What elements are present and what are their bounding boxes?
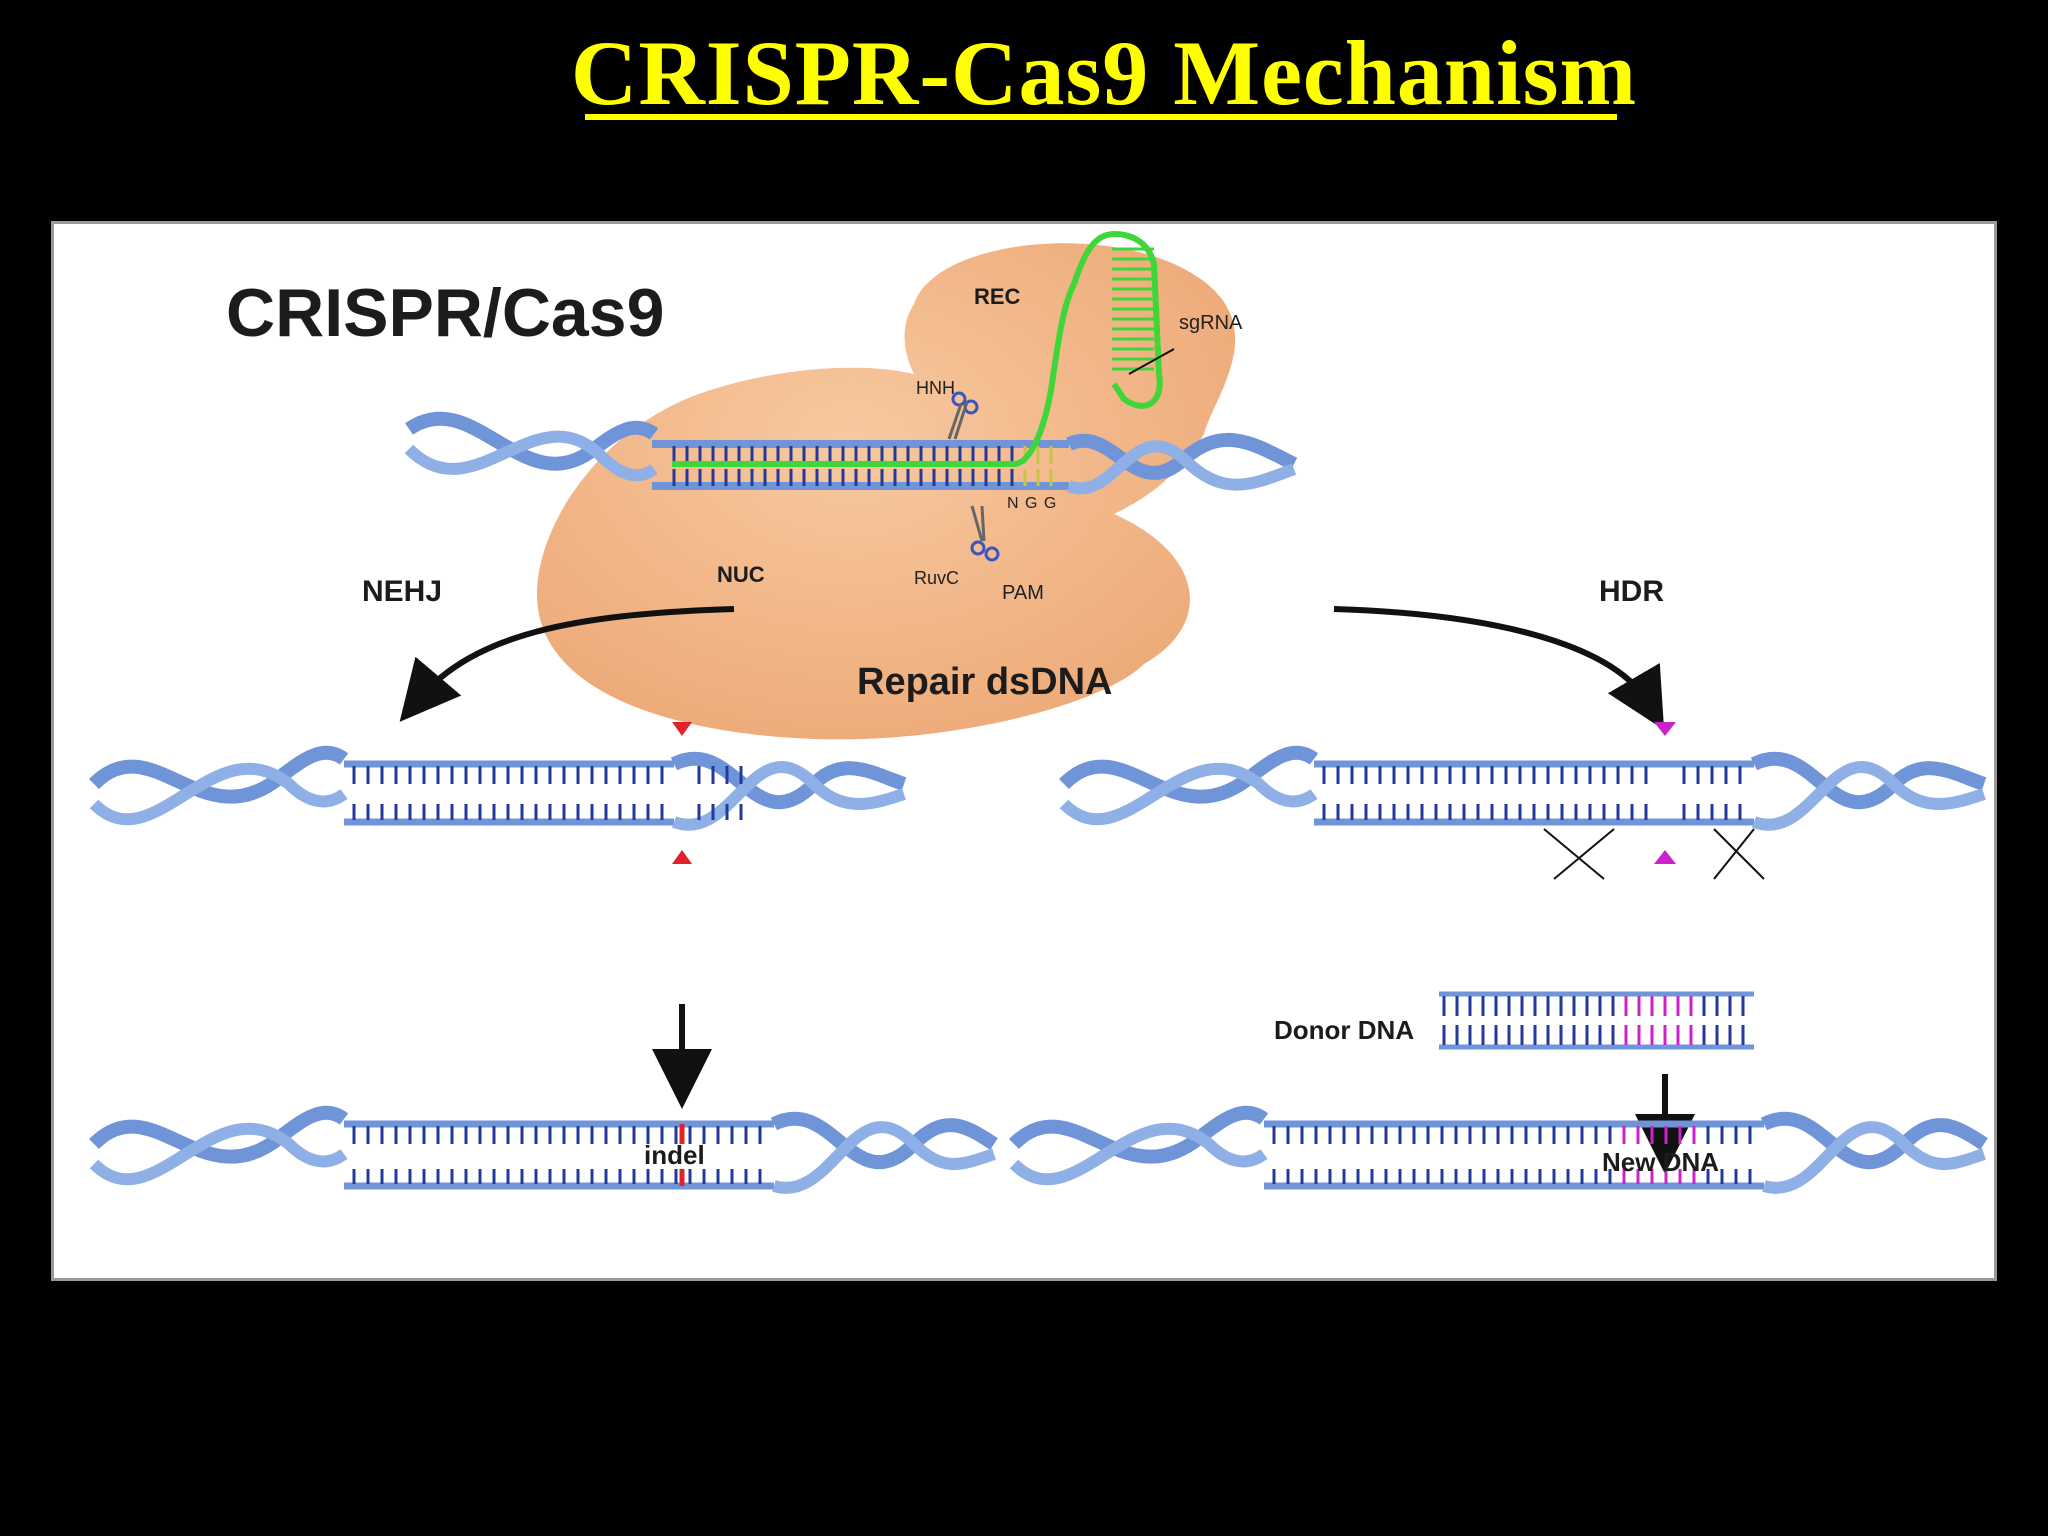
hnh-scissors-icon — [947, 391, 979, 440]
hdr-result-left-helix — [1009, 1105, 1269, 1164]
new-dna-label: New DNA — [1602, 1147, 1719, 1177]
hdr-crossover-line-3 — [1713, 828, 1765, 880]
donor-dna: Donor DNA — [1274, 991, 1754, 1050]
nehj-dna-left-helix-2 — [89, 762, 348, 826]
ngg-label: N G G — [1007, 495, 1057, 512]
pam-label: PAM — [1002, 582, 1044, 604]
hdr-dna-left-helix-2 — [1059, 762, 1318, 826]
nehj-result-left-helix-2 — [89, 1122, 348, 1186]
hdr-dna-left-helix — [1059, 745, 1319, 804]
nehj-result-right-helix-2 — [772, 1121, 996, 1194]
hdr-result-right-helix — [1760, 1111, 1988, 1170]
arrow-to-hdr — [1333, 606, 1665, 730]
crispr-diagram: CRISPR/Cas9 REC NUC sgRNA HNH RuvC N — [89, 230, 1988, 1194]
target-dna-right-helix — [1066, 432, 1298, 480]
hdr-label: HDR — [1599, 575, 1664, 608]
nehj-result-bases — [352, 1126, 762, 1184]
nehj-dna-left-helix — [89, 745, 349, 804]
nehj-result-left-helix — [89, 1105, 349, 1164]
hdr-result-bases — [1272, 1126, 1752, 1184]
nuc-domain-label: NUC — [717, 562, 765, 587]
hdr-dna-right-helix-2 — [1751, 761, 1986, 831]
repair-dsdna-label: Repair dsDNA — [857, 661, 1113, 703]
arrow-to-nehj — [399, 606, 735, 722]
sgrna-label: sgRNA — [1179, 312, 1243, 334]
sgrna-loop — [1071, 230, 1163, 409]
hdr-cut-dna — [1059, 722, 1987, 880]
target-dna-right-helix-2 — [1066, 440, 1297, 495]
nehj-dna-bases — [352, 766, 743, 820]
donor-dna-label: Donor DNA — [1274, 1015, 1414, 1045]
crispr-figure: CRISPR/Cas9 REC NUC sgRNA HNH RuvC N — [51, 221, 1997, 1281]
target-dna-bases — [672, 446, 1053, 486]
ruvc-scissors-icon — [970, 505, 1000, 562]
sgrna-pointer — [1128, 348, 1175, 375]
target-dna — [404, 282, 1298, 495]
target-dna-left-helix-2 — [404, 430, 658, 482]
donor-dna-bases — [1442, 996, 1745, 1045]
nehj-result-right-helix — [770, 1111, 998, 1170]
cas9-protein: REC NUC — [536, 243, 1236, 740]
hdr-repaired-dna: New DNA — [1009, 1105, 1988, 1194]
target-dna-left-helix — [405, 411, 659, 471]
slide-title: CRISPR-Cas9 Mechanism — [570, 22, 1638, 124]
ruvc-label: RuvC — [914, 568, 959, 588]
sgrna-hairpin-rungs — [1112, 247, 1154, 371]
hdr-crossover-line-4 — [1713, 828, 1755, 880]
rec-domain-label: REC — [974, 284, 1021, 309]
hdr-dna-right-helix — [1750, 751, 1987, 810]
nehj-cut-dna — [89, 722, 907, 864]
nehj-repaired-dna: indel — [89, 1105, 998, 1194]
sgrna-hairpin: sgRNA — [1071, 230, 1243, 409]
hdr-crossover-line-1 — [1553, 828, 1615, 880]
figure-heading: CRISPR/Cas9 — [226, 275, 664, 351]
nehj-cut-marker-bottom — [672, 850, 692, 864]
sgrna-strand — [672, 282, 1077, 467]
hdr-crossover-line-2 — [1543, 828, 1605, 880]
cas9-body — [536, 243, 1236, 740]
nehj-dna-right-helix — [670, 751, 907, 810]
hdr-result-right-helix-2 — [1762, 1121, 1986, 1194]
nehj-cut-marker-top — [672, 722, 692, 736]
indel-label: indel — [644, 1140, 705, 1170]
nehj-label: NEHJ — [362, 575, 442, 608]
hnh-label: HNH — [916, 378, 955, 398]
hdr-dna-bases — [1322, 766, 1742, 820]
hdr-result-left-helix-2 — [1009, 1122, 1268, 1186]
hdr-cut-marker-bottom — [1654, 850, 1676, 864]
title-underline — [585, 114, 1617, 120]
hdr-cut-marker-top — [1654, 722, 1676, 736]
